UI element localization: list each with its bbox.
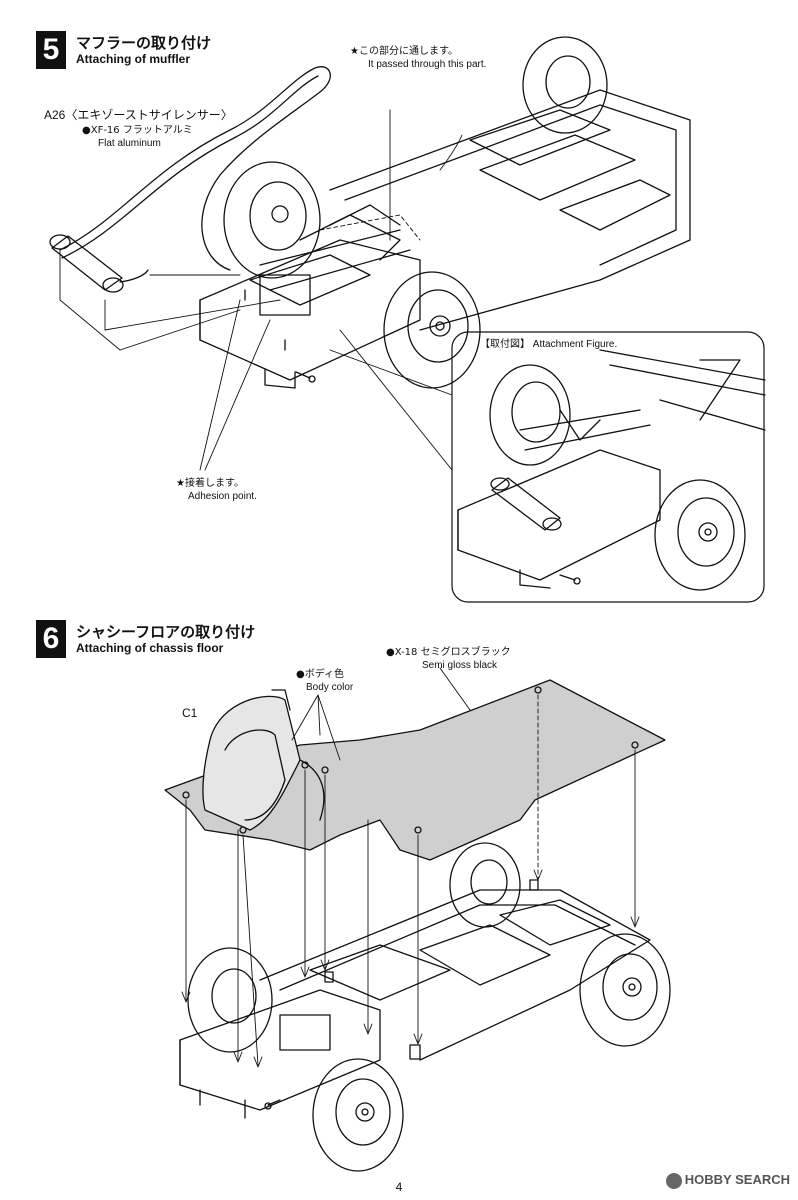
assembly-arrows: [181, 694, 640, 1068]
semi-gloss-note-en: Semi gloss black: [422, 660, 498, 671]
body-color-note-jp: ●ボディ色: [296, 669, 345, 680]
part-c1-label: C1: [182, 706, 198, 720]
step6-chassis-drawing: [179, 842, 671, 1172]
step-5-badge: 5: [36, 31, 66, 69]
pass-through-note: ★この部分に通します。 It passed through this part.: [350, 45, 486, 71]
chassis-floor-panel: [164, 679, 666, 861]
adhesion-note: ★接着します。 Adhesion point.: [176, 477, 257, 503]
hobby-search-logo-icon: [665, 1172, 682, 1189]
part-a26-label: A26〈エキゾーストサイレンサー〉: [44, 108, 233, 122]
hobby-search-watermark-text: HOBBY SEARCH: [684, 1172, 790, 1187]
part-a26-color-jp: ●XF-16 フラットアルミ: [82, 125, 193, 136]
body-color-note: ●ボディ色 Body color: [296, 668, 353, 694]
semi-gloss-note-jp: ●X-18 セミグロスブラック: [386, 647, 511, 658]
page-number: 4: [395, 1180, 403, 1194]
semi-gloss-note: ●X-18 セミグロスブラック Semi gloss black: [386, 646, 511, 672]
attachment-figure-inset: [451, 331, 766, 603]
part-a26-color: ●XF-16 フラットアルミ Flat aluminum: [82, 124, 193, 150]
step-6-title-jp: シャシーフロアの取り付け: [76, 623, 256, 641]
adhesion-note-jp: ★接着します。: [176, 478, 244, 489]
body-color-note-en: Body color: [306, 682, 354, 693]
pass-through-note-en: It passed through this part.: [368, 59, 487, 70]
part-a26-color-en: Flat aluminum: [98, 138, 161, 149]
pass-through-note-jp: ★この部分に通します。: [350, 46, 458, 57]
adhesion-note-en: Adhesion point.: [188, 491, 257, 502]
step-6-title-en: Attaching of chassis floor: [76, 641, 224, 655]
step-6-badge: 6: [36, 620, 66, 658]
step-5-title-en: Attaching of muffler: [76, 52, 190, 66]
step-5-title-jp: マフラーの取り付け: [76, 34, 212, 52]
hobby-search-watermark: HOBBY SEARCH: [665, 1172, 790, 1189]
attachment-figure-caption: 【取付図】 Attachment Figure.: [480, 339, 618, 350]
step5-chassis-drawing: [49, 36, 691, 471]
